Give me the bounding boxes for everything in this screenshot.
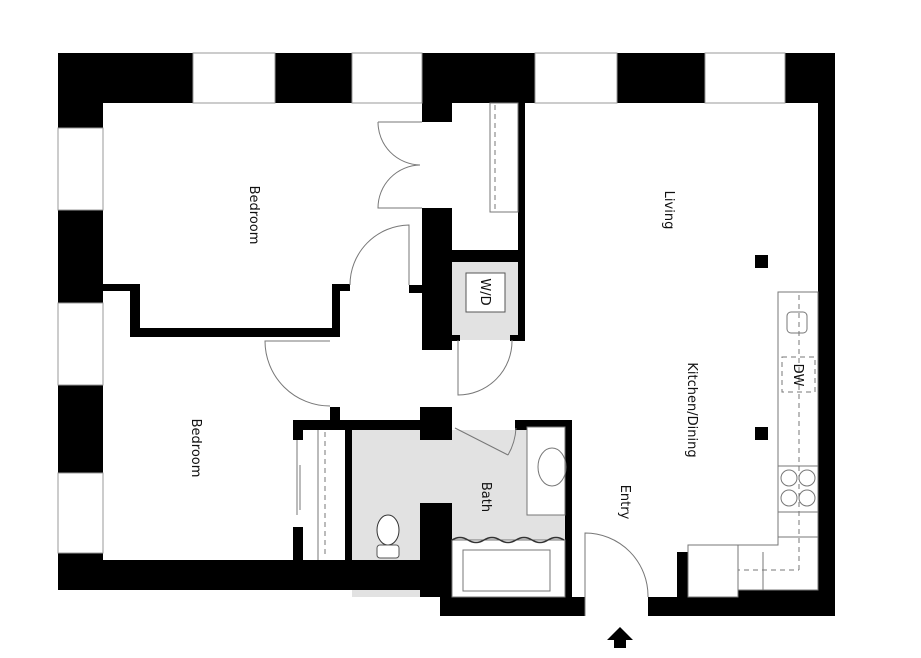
bath-door: [454, 427, 517, 456]
bedroom-2-door: [264, 340, 331, 407]
closet-sliding-door: [296, 440, 301, 515]
doors: [264, 121, 649, 616]
room-label-bedroom-2: Bedroom: [188, 419, 203, 478]
column: [755, 427, 768, 440]
room-label-living: Living: [661, 191, 676, 230]
bathtub: [451, 539, 566, 598]
shower-curtain: [451, 536, 565, 544]
bedroom-1-door: [349, 224, 410, 286]
label-dishwasher: DW: [790, 364, 805, 387]
windows: [57, 52, 786, 554]
room-label-bath: Bath: [478, 482, 493, 512]
dishwasher: [781, 356, 816, 393]
entry-door: [584, 532, 649, 616]
fixtures: [317, 102, 819, 598]
bath-sink: [537, 447, 567, 487]
cooktop: [778, 465, 818, 513]
room-label-entry: Entry: [617, 485, 632, 520]
toilet: [376, 514, 400, 546]
walls: [58, 53, 835, 616]
room-label-bedroom-1: Bedroom: [246, 186, 261, 245]
label-washer-dryer: W/D: [477, 278, 492, 305]
washer-dryer: [465, 272, 506, 313]
vanity: [526, 426, 566, 516]
room-label-kitchen-dining: Kitchen/Dining: [684, 362, 699, 457]
kitchen-sink: [786, 311, 808, 334]
entrance-arrow-icon: [607, 627, 633, 648]
column: [755, 255, 768, 268]
laundry-door: [457, 339, 513, 396]
closet-double-door: [377, 121, 422, 209]
refrigerator: [687, 544, 739, 598]
